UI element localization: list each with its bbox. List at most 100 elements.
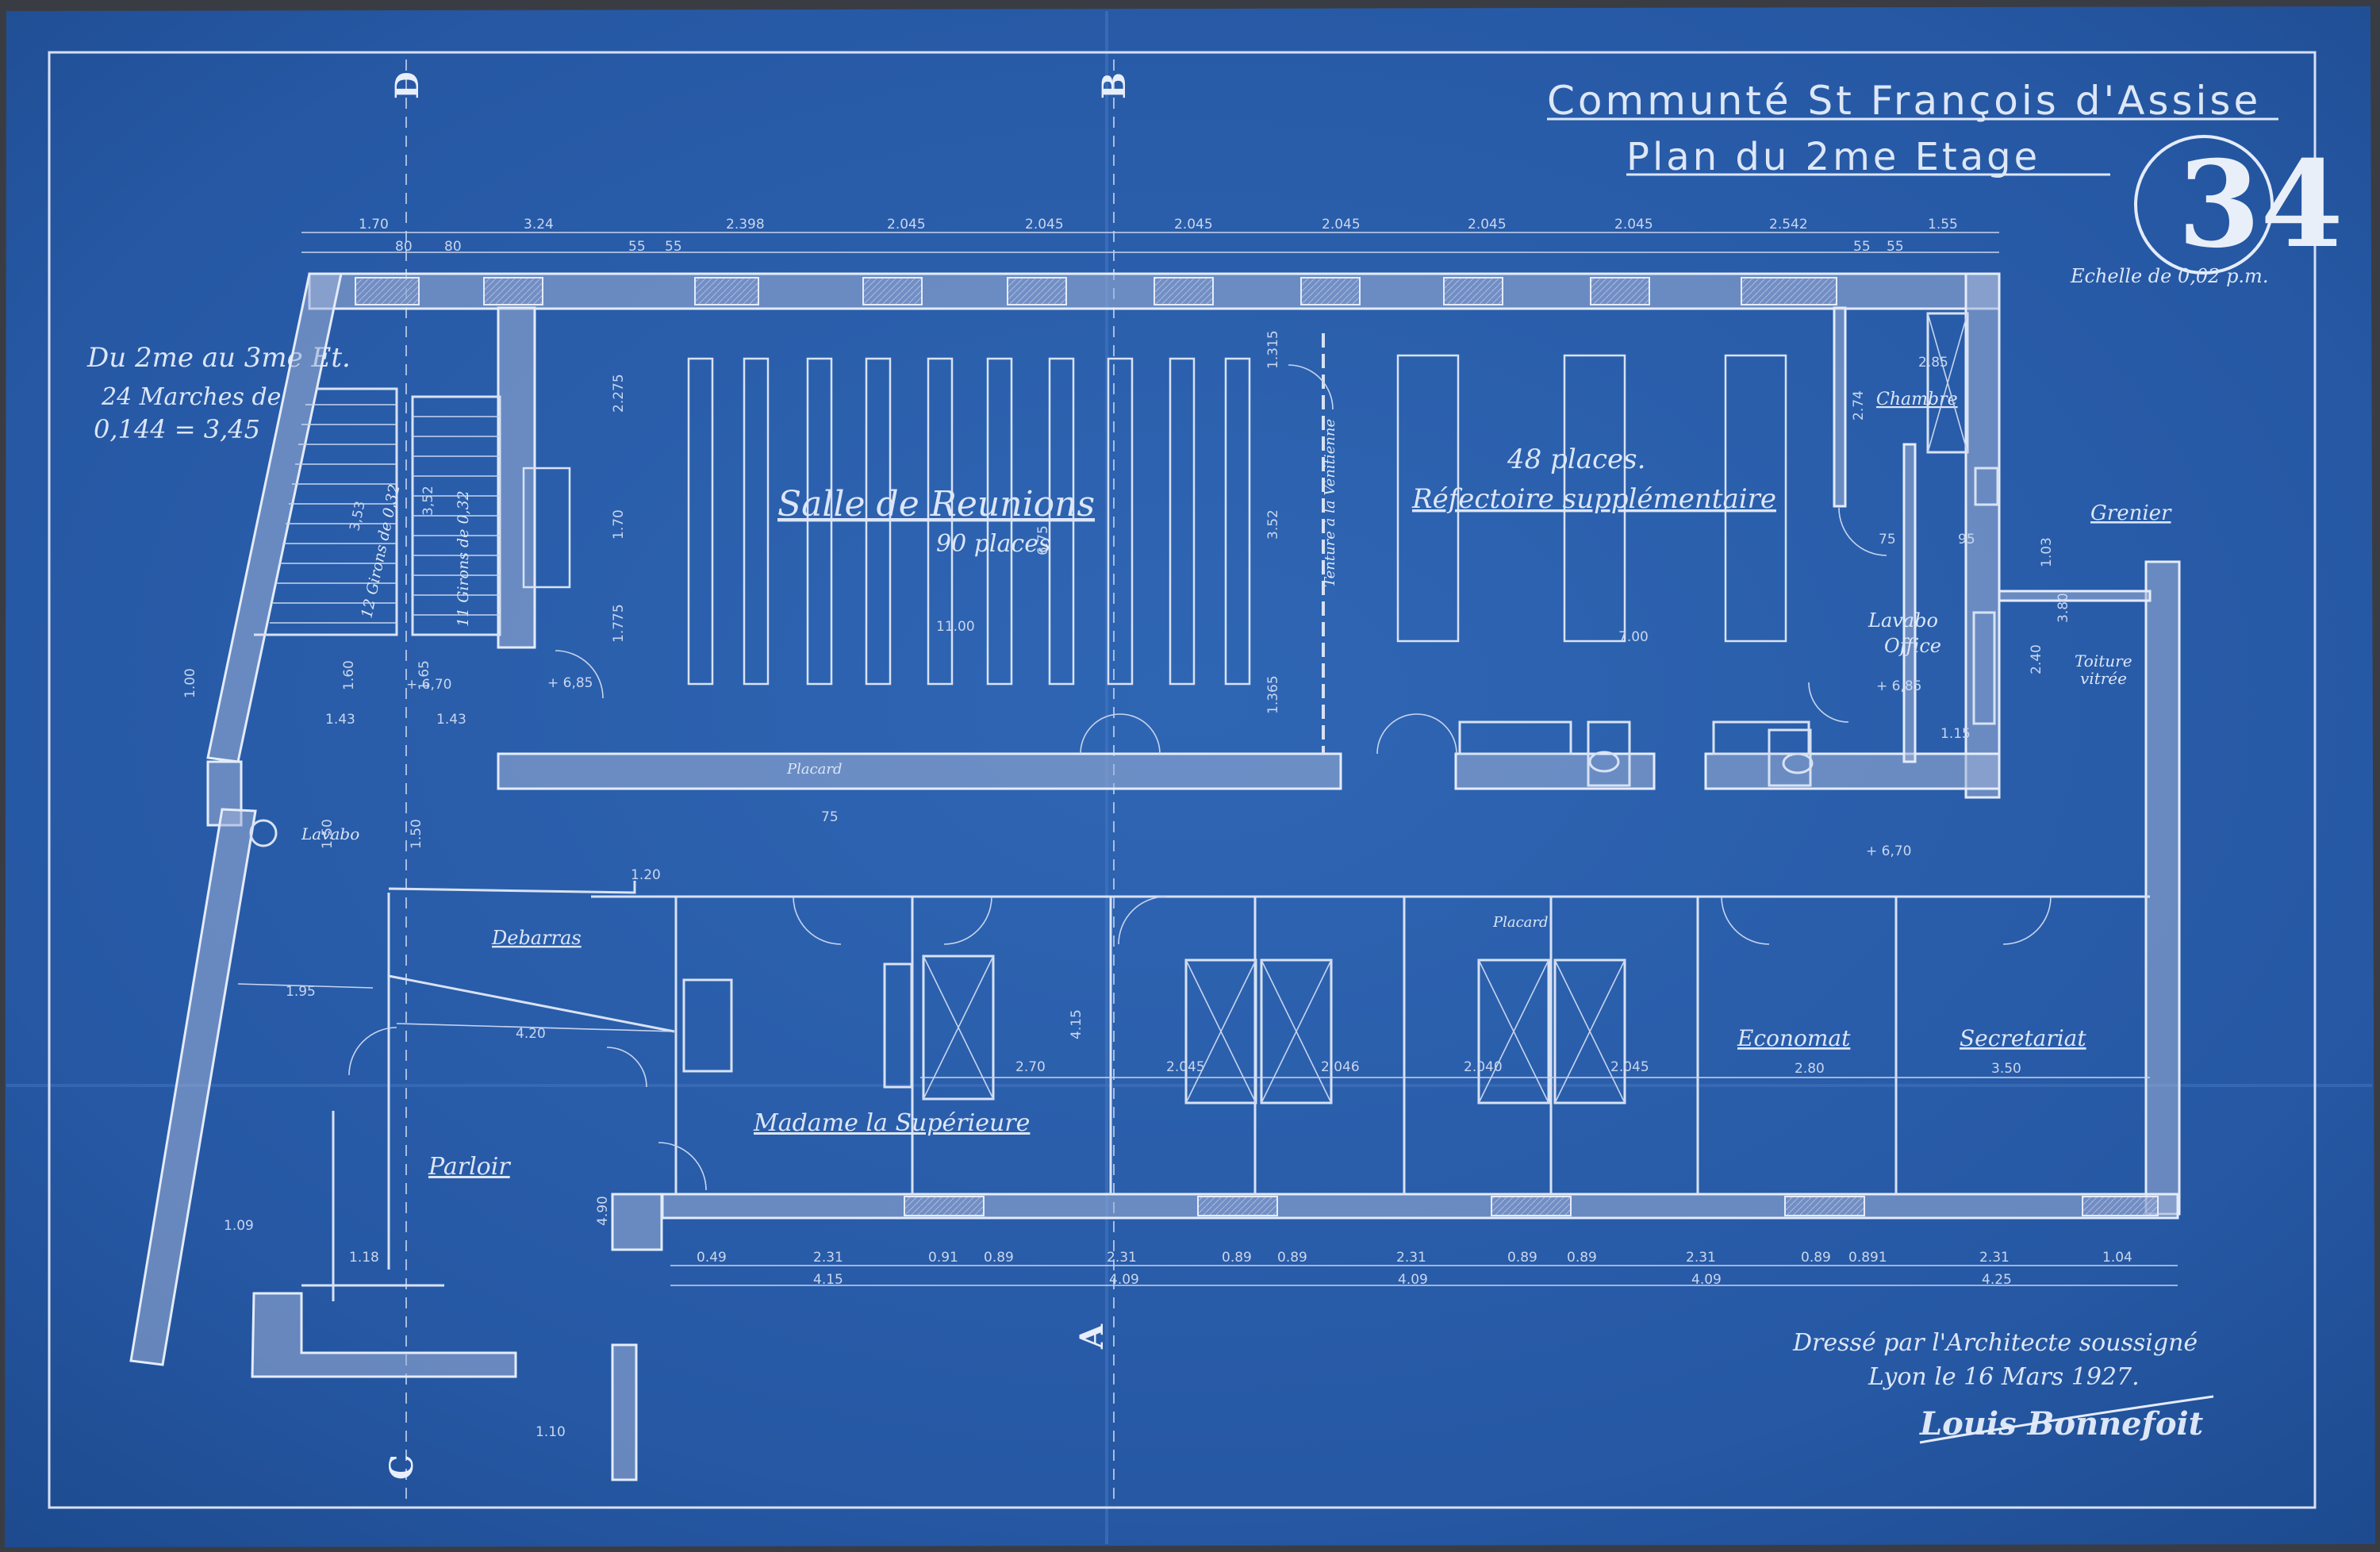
refectoire-tables — [1396, 354, 1787, 643]
stair-flight-1 — [254, 387, 398, 636]
bottom-dim: 0.49 — [697, 1250, 727, 1266]
top-sub-dim: 80 — [444, 239, 462, 255]
chambre-fixtures — [1926, 312, 1999, 725]
dim-label: 2.70 — [1015, 1059, 1046, 1075]
bottom-dim: 0.89 — [1222, 1250, 1252, 1266]
level-mark: + 6,70 — [406, 677, 452, 693]
lower-west-wall — [129, 808, 257, 1366]
salle-capacity: 90 places — [936, 530, 1050, 558]
dim-label: 7.00 — [1618, 629, 1649, 645]
top-dim: 2.045 — [1025, 217, 1064, 232]
dim-label: 3.52 — [1265, 509, 1281, 540]
bottom-dim: 0.89 — [984, 1250, 1014, 1266]
bottom-total: 4.09 — [1691, 1272, 1722, 1288]
dim-label: 2.40 — [2029, 644, 2044, 674]
top-sub-dim: 55 — [628, 239, 646, 255]
dim-label: 1.60 — [341, 660, 357, 690]
bottom-dim: 0.91 — [928, 1250, 958, 1266]
room-parloir: Parloir — [428, 1153, 511, 1181]
dim-label: 1.315 — [1265, 330, 1281, 369]
top-dim: 2.045 — [1174, 217, 1213, 232]
section-mark-c: C — [383, 1454, 420, 1480]
top-sub-dim: 55 — [665, 239, 682, 255]
toiture-label: Toiture — [2075, 651, 2132, 670]
lower-wardrobes — [682, 955, 1626, 1104]
lower-south-wall — [661, 1193, 2179, 1220]
dim-label: 95 — [1958, 532, 1975, 547]
level-mark: + 6,85 — [547, 675, 593, 691]
drawing-border — [48, 51, 2317, 1509]
bottom-dim: 2.31 — [1107, 1250, 1137, 1266]
architect-signature: Louis Bonnefoit — [1919, 1405, 2204, 1443]
bottom-dim: 0.89 — [1277, 1250, 1307, 1266]
top-dim: 2.542 — [1769, 217, 1808, 232]
placard-label-1: Placard — [786, 761, 843, 778]
top-dim: 2.045 — [887, 217, 926, 232]
room-economat: Economat — [1737, 1025, 1851, 1051]
bottom-total: 4.09 — [1109, 1272, 1139, 1288]
dim-label: 1.20 — [631, 867, 661, 883]
wc-fixtures — [1458, 720, 1814, 787]
bottom-total: 4.09 — [1398, 1272, 1428, 1288]
section-mark-b: B — [1096, 72, 1133, 99]
dim-label: 1.00 — [182, 668, 198, 698]
corridor-north-partition — [388, 881, 636, 894]
stair-treads-1 — [270, 404, 397, 624]
room-lavabo-office: Lavabo — [1868, 609, 1938, 632]
level-mark: + 6,85 — [1876, 678, 1922, 694]
salle-west-wall — [497, 306, 536, 649]
upper-south-wall — [497, 752, 1342, 790]
room-secretariat: Secretariat — [1960, 1025, 2086, 1051]
section-mark-a: A — [1073, 1323, 1111, 1350]
salle-benches — [522, 357, 1251, 686]
dim-label: 11.00 — [936, 619, 975, 635]
top-sub-dim: 55 — [1887, 239, 1904, 255]
dim-label: 2.74 — [1851, 390, 1867, 421]
vitree-label: vitrée — [2080, 669, 2127, 688]
room-salle-de-reunions: Salle de Reunions — [777, 484, 1095, 524]
staircase: 12 Girons de 0,32 11 Girons de 0,32 3,53… — [254, 387, 501, 636]
room-lavabo: Lavabo — [301, 824, 359, 843]
top-dim: 2.045 — [1468, 217, 1507, 232]
signature-flourish — [1919, 1395, 2214, 1444]
podium — [522, 467, 571, 589]
bottom-dim: 0.891 — [1848, 1250, 1887, 1266]
grenier-east-wall — [2144, 560, 2181, 1216]
dim-label: 2.045 — [1166, 1059, 1205, 1075]
bottom-dim: 2.31 — [1396, 1250, 1426, 1266]
inner-dimensions: 11.00 7.00 6.75 3.52 1.70 2.275 1.775 1.… — [182, 330, 2150, 1440]
grenier-north-wall — [1998, 590, 2152, 602]
scale-note: Echelle de 0,02 p.m. — [2070, 265, 2268, 287]
dim-label: 1.15 — [1940, 726, 1971, 742]
bottom-dim: 2.31 — [1979, 1250, 2010, 1266]
stair-width-2: 3,52 — [420, 486, 436, 516]
door-swings-lower — [348, 896, 2052, 1191]
dim-label: 2.046 — [1321, 1059, 1360, 1075]
stair-note-line-3: 0,144 = 3,45 — [94, 414, 260, 444]
refectoire-capacity: 48 places. — [1507, 444, 1645, 475]
dim-label: 2.045 — [1610, 1059, 1649, 1075]
title-block: Communté St François d'Assise Plan du 2m… — [1547, 78, 2344, 287]
dim-label: 1.65 — [416, 660, 432, 690]
dim-label: 4.90 — [595, 1196, 611, 1226]
placard-label-2: Placard — [1492, 914, 1549, 931]
south-windows — [904, 1196, 2159, 1216]
bottom-total: 4.15 — [813, 1272, 843, 1288]
dim-label: 75 — [1879, 532, 1896, 547]
chambre-wall — [1833, 306, 1847, 508]
stair-label-2: 11 Girons de 0,32 — [455, 490, 472, 627]
dim-label: 4.20 — [516, 1026, 546, 1042]
dim-label: 2.85 — [1918, 355, 1948, 371]
top-sub-dim: 55 — [1853, 239, 1871, 255]
stair-treads-2 — [413, 416, 500, 616]
room-debarras: Debarras — [491, 927, 582, 949]
lower-stub-wall — [611, 1193, 663, 1251]
stair-note-line-2: 24 Marches de — [101, 383, 281, 411]
dim-label: 6.75 — [1035, 525, 1051, 555]
dim-label: 2.80 — [1795, 1061, 1825, 1077]
dim-label: 2.275 — [611, 374, 627, 413]
dim-label: 1.18 — [349, 1250, 379, 1266]
signature-line-2: Lyon le 16 Mars 1927. — [1868, 1363, 2140, 1391]
dim-label: 75 — [821, 809, 839, 825]
